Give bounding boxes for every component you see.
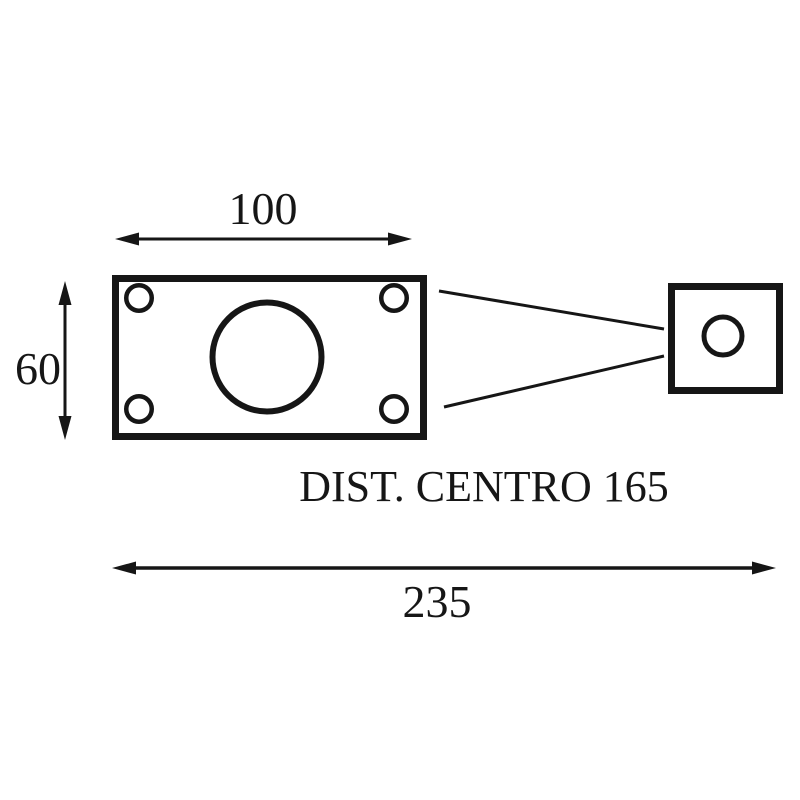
side-view-block-group [668,283,783,394]
dimension-label-total-length: 235 [403,576,472,627]
front-view-plate-group [112,275,427,440]
center-bore-circle [209,299,325,415]
corner-hole-top-left [124,283,154,313]
left-height-dimension: 60 [15,281,72,440]
arrowhead-right-icon [388,232,412,246]
arrowhead-up-icon [58,281,72,305]
side-view-block-outline [668,283,783,394]
plate-outline [112,275,427,440]
top-width-dimension: 100 [115,183,412,246]
dimension-label-height: 60 [15,343,61,394]
dimension-label-width: 100 [229,183,298,234]
projection-lines [438,289,665,409]
arrowhead-right-icon [752,561,776,575]
corner-hole-top-right [379,283,409,313]
projection-line-upper [438,289,665,331]
side-view-hole [701,314,745,358]
arrowhead-down-icon [58,416,72,440]
corner-hole-bottom-left [124,394,154,424]
corner-hole-bottom-right [379,394,409,424]
arrowhead-left-icon [115,232,139,246]
bottom-length-dimension: 235 [112,561,776,627]
arrowhead-left-icon [112,561,136,575]
projection-line-lower [443,354,665,409]
center-distance-note: DIST. CENTRO 165 [299,462,669,511]
